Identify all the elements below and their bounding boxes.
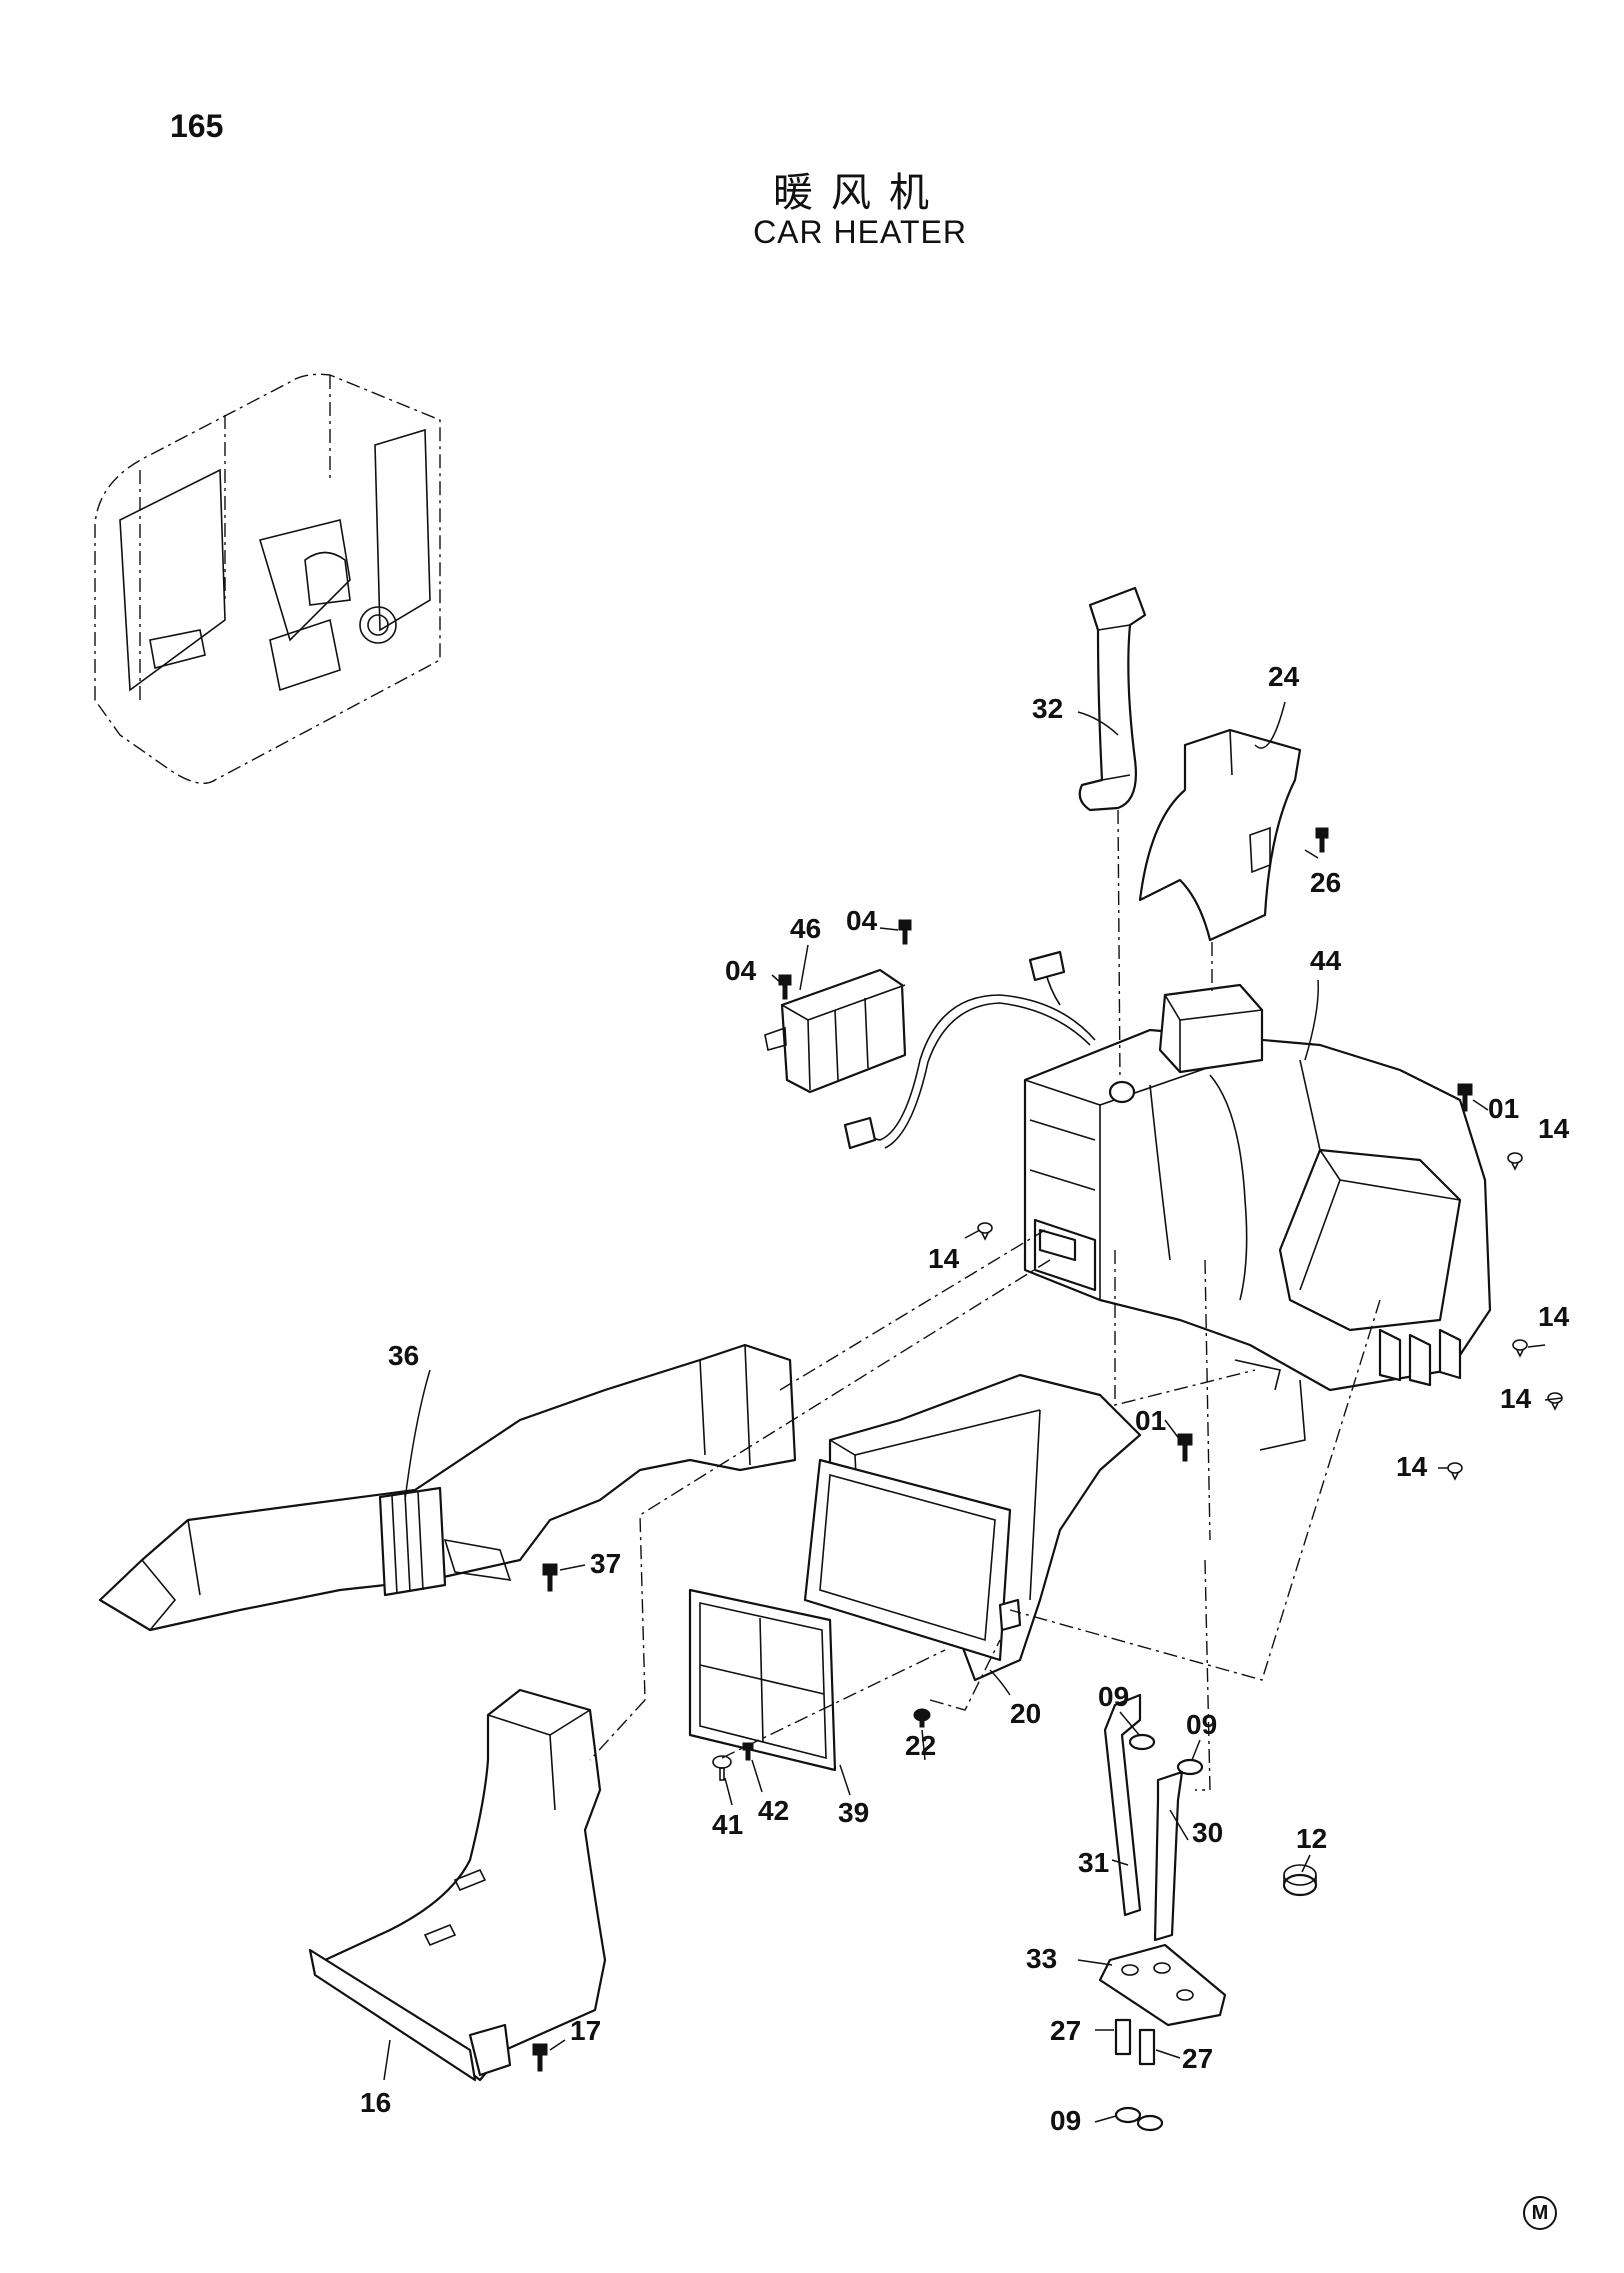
callout-37: 37 bbox=[590, 1548, 621, 1579]
callout-30: 30 bbox=[1192, 1817, 1223, 1848]
callout-14-b: 14 bbox=[928, 1243, 960, 1274]
callout-09-a: 09 bbox=[1098, 1681, 1129, 1712]
callout-32: 32 bbox=[1032, 693, 1063, 724]
callout-12: 12 bbox=[1296, 1823, 1327, 1854]
callout-09-b: 09 bbox=[1186, 1709, 1217, 1740]
part-callouts: 32 24 26 46 04 04 44 01 14 14 14 14 14 0… bbox=[360, 661, 1570, 2136]
plate-33 bbox=[1098, 1943, 1227, 2027]
leader-lines bbox=[383, 701, 1563, 2123]
duct-20 bbox=[803, 1373, 1142, 1682]
m-mark-icon: M bbox=[1523, 2196, 1557, 2230]
hose-30 bbox=[1153, 1770, 1184, 1942]
callout-33: 33 bbox=[1026, 1943, 1057, 1974]
callout-09-c: 09 bbox=[1050, 2105, 1081, 2136]
assembly-lines bbox=[589, 809, 1381, 1791]
callout-24: 24 bbox=[1268, 661, 1300, 692]
filter-39 bbox=[688, 1588, 837, 1772]
callout-14-c: 14 bbox=[1538, 1301, 1570, 1332]
callout-04-lower: 04 bbox=[725, 955, 757, 986]
duct-24 bbox=[1138, 728, 1302, 942]
callout-16: 16 bbox=[360, 2087, 391, 2118]
callout-04-upper: 04 bbox=[846, 905, 878, 936]
wiring-harness bbox=[843, 950, 1096, 1150]
callout-27-b: 27 bbox=[1182, 2043, 1213, 2074]
callout-01-upper: 01 bbox=[1488, 1093, 1519, 1124]
duct-32 bbox=[1078, 586, 1147, 812]
duct-36 bbox=[98, 1343, 797, 1632]
controller-46 bbox=[764, 968, 907, 1094]
page-number: 165 bbox=[170, 108, 224, 144]
callout-44: 44 bbox=[1310, 945, 1342, 976]
callout-39: 39 bbox=[838, 1797, 869, 1828]
callout-01-lower: 01 bbox=[1135, 1405, 1166, 1436]
callout-46: 46 bbox=[790, 913, 821, 944]
callout-41: 41 bbox=[712, 1809, 743, 1840]
clamps-09 bbox=[1114, 1733, 1204, 2132]
heater-unit-44 bbox=[1023, 983, 1492, 1451]
callout-20: 20 bbox=[1010, 1698, 1041, 1729]
title-english: CAR HEATER bbox=[753, 214, 967, 250]
callout-14-d: 14 bbox=[1500, 1383, 1532, 1414]
cab-overview-illustration bbox=[94, 373, 441, 784]
callout-14-e: 14 bbox=[1396, 1451, 1428, 1482]
callout-22: 22 bbox=[905, 1730, 936, 1761]
title-chinese: 暖风机 bbox=[773, 170, 947, 216]
callout-31: 31 bbox=[1078, 1847, 1109, 1878]
callout-42: 42 bbox=[758, 1795, 789, 1826]
callout-26: 26 bbox=[1310, 867, 1341, 898]
duct-16 bbox=[308, 1688, 607, 2082]
screws bbox=[532, 827, 1563, 2072]
callout-36: 36 bbox=[388, 1340, 419, 1371]
cap-12 bbox=[1282, 1864, 1318, 1897]
callout-17: 17 bbox=[570, 2015, 601, 2046]
callout-14-a: 14 bbox=[1538, 1113, 1570, 1144]
callout-27-a: 27 bbox=[1050, 2015, 1081, 2046]
fittings-27 bbox=[1114, 2018, 1156, 2066]
hose-31 bbox=[1103, 1693, 1142, 1917]
